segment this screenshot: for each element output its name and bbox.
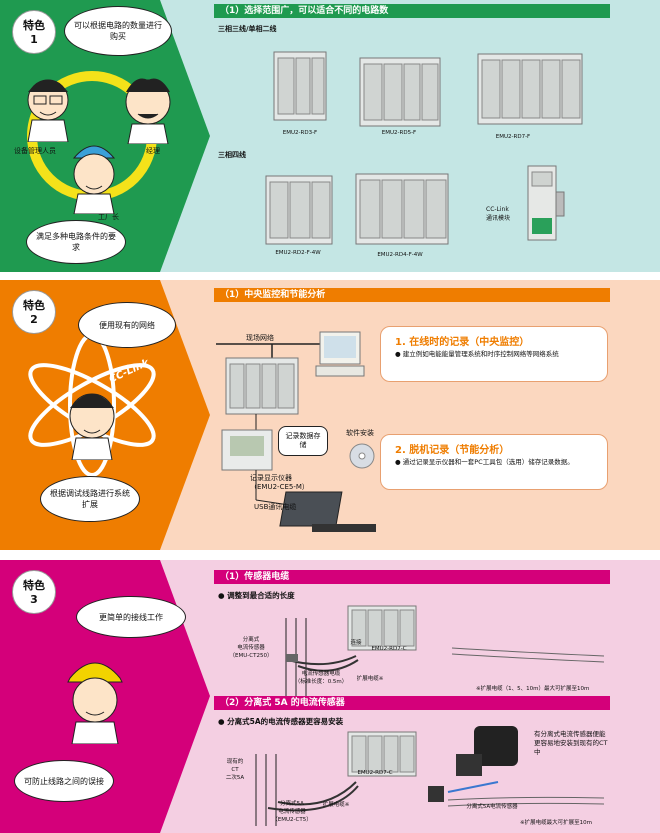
- split-ct-right-note: 有分离式电流传感器便能更容易地安装到现有的CT中: [534, 730, 608, 756]
- software-label: 软件安装: [346, 429, 374, 437]
- feature3-bullet-1: ● 调整到最合适的长度: [218, 591, 295, 600]
- feature2-side-panel: 特色 2 便用现有的网络 CC-Link 根据调试线路进行系统扩展: [0, 280, 210, 550]
- sensor-cable-diagram: [285, 605, 605, 696]
- feature2-speech-bubble-top: 便用现有的网络: [78, 302, 176, 348]
- extension-cable-label: 扩展电缆※: [356, 676, 384, 682]
- cclink-module-device: [524, 162, 568, 248]
- model-label: EMU2-RD5-F: [381, 130, 417, 136]
- feature3-speech-bubble-bottom: 可防止线路之间的误接: [14, 760, 114, 802]
- feature1-speech-bubble-top: 可以根据电路的数量进行购买: [64, 6, 172, 56]
- device-emu2-rd3-f: [272, 48, 328, 128]
- device-emu2-rd5-f: [358, 54, 442, 134]
- device-emu2-rd4-f-4w: [354, 170, 450, 252]
- callout-offline-recording: 2. 脱机记录（节能分析） ● 通过记录显示仪器和一套PC工具包（选用）储存记录…: [380, 434, 608, 490]
- system-network-diagram: [216, 331, 376, 532]
- manager-person-illustration: [27, 79, 69, 142]
- badge-number: 3: [30, 593, 38, 606]
- feature3-badge: 特色 3: [12, 570, 56, 614]
- device-emu2-rd7-f: [476, 50, 586, 134]
- connect-label: 连接: [350, 640, 362, 646]
- callout-online-recording: 1. 在线时的记录（中央监控） ● 建立例如电能能量管理系统和时序控制网络等网络…: [380, 326, 608, 382]
- feature-section-3: 特色 3 更简单的接线工作 可防止线路之间的误接 （1）传感器电缆 ● 调整到最…: [0, 560, 660, 833]
- feature3-bullet-2: ● 分离式5A的电流传感器更容易安装: [218, 717, 344, 726]
- feature3-side-panel: 特色 3 更简单的接线工作 可防止线路之间的误接: [0, 560, 210, 833]
- badge-label: 特色: [23, 579, 45, 592]
- feature1-header-bar: （1）选择范围广，可以适合不同的电路数: [214, 4, 610, 18]
- feature2-header-bar: （1）中央监控和节能分析: [214, 288, 610, 302]
- usb-cable-label: USB通讯电缆: [254, 503, 297, 511]
- model-label: EMU2-RD4-F-4W: [377, 252, 423, 258]
- ct-sensor-label: 分离式 电流传感器 （EMU-CT250）: [229, 637, 273, 659]
- model-label: EMU2-RD2-F-4W: [275, 250, 321, 256]
- feature1-badge: 特色 1: [12, 10, 56, 54]
- sensor-cable-label: 电流传感器电缆 （标准长度：0.5m）: [294, 671, 348, 685]
- badge-number: 2: [30, 313, 38, 326]
- display-device-label: 记录显示仪器 （EMU2-CE5-M）: [250, 474, 309, 491]
- split-ct-caption: 分离式5A电流传感器: [466, 804, 518, 810]
- model-label: EMU2-RD7-C: [371, 646, 407, 652]
- device-emu2-rd2-f-4w: [264, 172, 334, 252]
- role-label-manager: 设备管理人员: [14, 147, 56, 155]
- extension-note-1: ※扩展电缆（1、5、10m）最大可扩展至10m: [476, 686, 590, 692]
- feature2-speech-bubble-bottom: 根据调试线路进行系统扩展: [40, 476, 140, 522]
- group2-title: 三相四线: [218, 151, 246, 159]
- model-label: EMU2-RD3-F: [282, 130, 318, 136]
- storage-callout: 记录数据存储: [278, 426, 328, 456]
- role-label-boss: 经理: [146, 147, 160, 155]
- engineer-person-illustration: [69, 393, 115, 460]
- role-label-chief: 工厂长: [98, 213, 119, 221]
- feature3-header-bar-2: （2）分离式 5A 的电流传感器: [214, 696, 610, 710]
- group1-title: 三相三线/单相二线: [218, 25, 277, 33]
- split-ct-diagram: [255, 726, 605, 826]
- factory-chief-illustration: [72, 145, 116, 214]
- cclink-module-label: CC-Link 通讯模块: [486, 206, 511, 222]
- network-label: 现场网络: [246, 334, 274, 342]
- badge-label: 特色: [23, 19, 45, 32]
- feature-section-1: 特色 1 可以根据电路的数量进行购买 设备管理人员 经理 工厂长: [0, 0, 660, 272]
- model-label: EMU2-RD7-F: [495, 134, 531, 140]
- feature3-header-bar-1: （1）传感器电缆: [214, 570, 610, 584]
- extension-note-2: ※扩展电缆最大可扩展至10m: [520, 820, 592, 826]
- split-5a-sensor-label: 分离式5A 电流传感器 （EMU2-CT5）: [272, 801, 312, 823]
- badge-label: 特色: [23, 299, 45, 312]
- worker-helmet-illustration: [67, 662, 123, 744]
- feature-section-2: 特色 2 便用现有的网络 CC-Link 根据调试线路进行系统扩展 （1）中央监…: [0, 280, 660, 550]
- extension-cable-label-2: 扩展电缆※: [322, 802, 350, 808]
- feature2-badge: 特色 2: [12, 290, 56, 334]
- model-label-2: EMU2-RD7-C: [357, 770, 393, 776]
- existing-ct-label: 现有的 CT 二次5A: [225, 759, 245, 781]
- boss-person-illustration: [125, 78, 171, 144]
- badge-number: 1: [30, 33, 38, 46]
- feature1-side-panel: 特色 1 可以根据电路的数量进行购买 设备管理人员 经理 工厂长: [0, 0, 210, 272]
- feature3-speech-bubble-top: 更简单的接线工作: [76, 596, 186, 638]
- feature1-speech-bubble-bottom: 满足多种电路条件的要求: [26, 220, 126, 264]
